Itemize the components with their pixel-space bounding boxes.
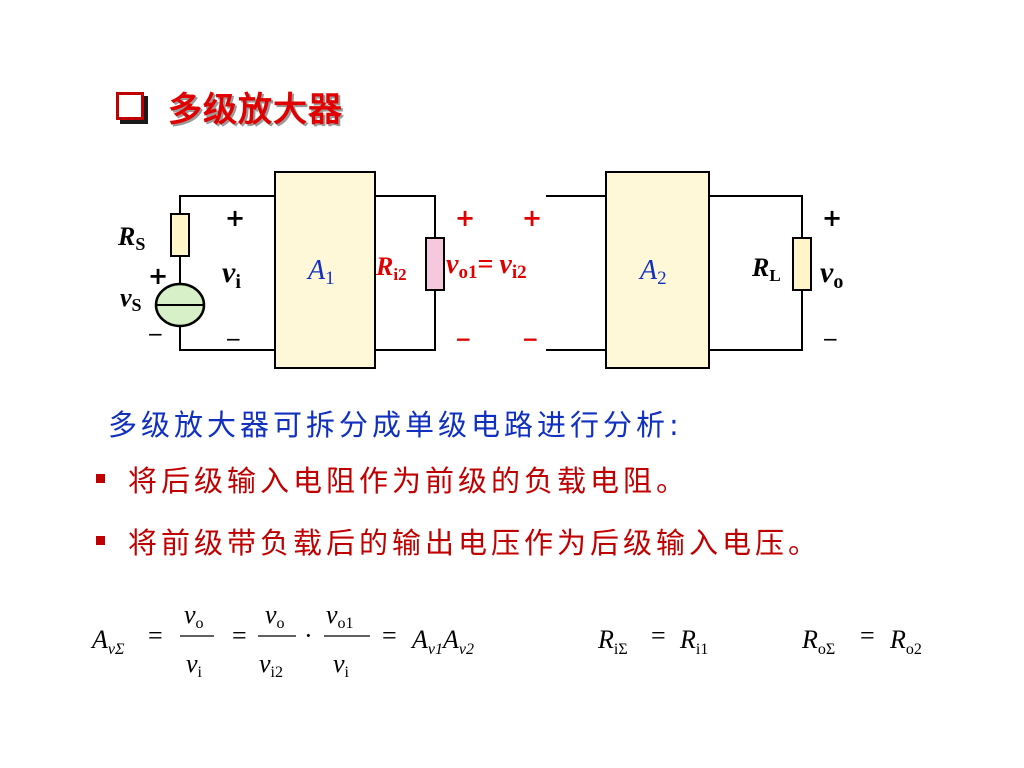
label-vi2-plus: + (522, 204, 542, 232)
label-vi: vi (222, 256, 241, 293)
formula-frac1-num: vo (184, 600, 204, 632)
a2-out-top-wire (709, 195, 803, 238)
resistor-rs (170, 213, 190, 257)
formula-gain-lhs: AvΣ (90, 625, 125, 658)
formula-input-resistance: RiΣ = Ri1 (597, 621, 708, 658)
formula-ri-rhs: Ri1 (679, 625, 708, 658)
formula-eq-1: = (148, 621, 163, 650)
bullet-point-2: 将前级带负载后的输出电压作为后级输入电压。 (128, 526, 822, 560)
formula-dot: · (304, 621, 313, 650)
formula-frac2-den: vi2 (259, 649, 283, 681)
label-vs: vS (120, 283, 142, 315)
label-vo1-plus: + (455, 204, 475, 232)
intro-text: 多级放大器可拆分成单级电路进行分析: (108, 408, 683, 442)
formula-frac3-den: vi (333, 649, 350, 681)
resistor-rl (792, 237, 812, 291)
a1-out-bottom-wire (375, 290, 436, 351)
formula-ro-lhs: RoΣ (801, 625, 835, 658)
label-vo-minus: − (822, 327, 839, 351)
formula-ri-lhs: RiΣ (597, 625, 628, 658)
label-vs-minus: − (147, 322, 164, 346)
a2-out-bottom-wire (709, 290, 803, 351)
label-a2: A2 (638, 255, 667, 289)
amplifier-a1-block (274, 171, 376, 369)
formula-frac2-num: vo (265, 600, 285, 632)
resistor-ri2 (425, 237, 445, 291)
label-vs-plus: + (148, 262, 168, 290)
title-text: 多级放大器 (168, 89, 343, 130)
label-rs: RS (117, 222, 145, 254)
label-vo: vo (820, 256, 843, 293)
formula-gain-rhs: Av1Av2 (410, 625, 474, 658)
formula-output-resistance: RoΣ = Ro2 (801, 621, 922, 658)
formula-frac1-den: vi (186, 649, 203, 681)
bullet-point-1: 将后级输入电阻作为前级的负载电阻。 (128, 464, 690, 498)
label-vi-plus: + (225, 204, 245, 232)
formula-eq-2: = (232, 621, 247, 650)
formula-eq-4: = (651, 621, 666, 650)
checkbox-bullet-icon (116, 92, 144, 120)
label-vo1-equals-vi2: vo1=vi2 (446, 249, 527, 283)
formula-voltage-gain: AvΣ = vo vi = vo vi2 · vo1 vi = Av1Av2 (90, 600, 474, 681)
label-vo-plus: + (822, 204, 842, 232)
formula-ro-rhs: Ro2 (889, 625, 922, 658)
bullet-square-icon (96, 536, 105, 545)
label-rl: RL (751, 253, 781, 285)
slide-title: 多级放大器 (116, 84, 343, 130)
formula-eq-3: = (382, 621, 397, 650)
label-ri2: Ri2 (375, 252, 407, 284)
label-a1: A1 (306, 255, 335, 289)
formula-frac3-num: vo1 (326, 600, 354, 632)
bullet-square-icon (96, 474, 105, 483)
source-bottom-wire (179, 326, 275, 351)
amplifier-a2-block (605, 171, 710, 369)
a1-out-top-wire (375, 195, 436, 238)
formula-eq-5: = (860, 621, 875, 650)
label-vi-minus: − (225, 327, 242, 351)
source-top-wire (179, 195, 275, 214)
label-vo1-minus: − (455, 327, 472, 351)
label-vi2-minus: − (522, 327, 539, 351)
